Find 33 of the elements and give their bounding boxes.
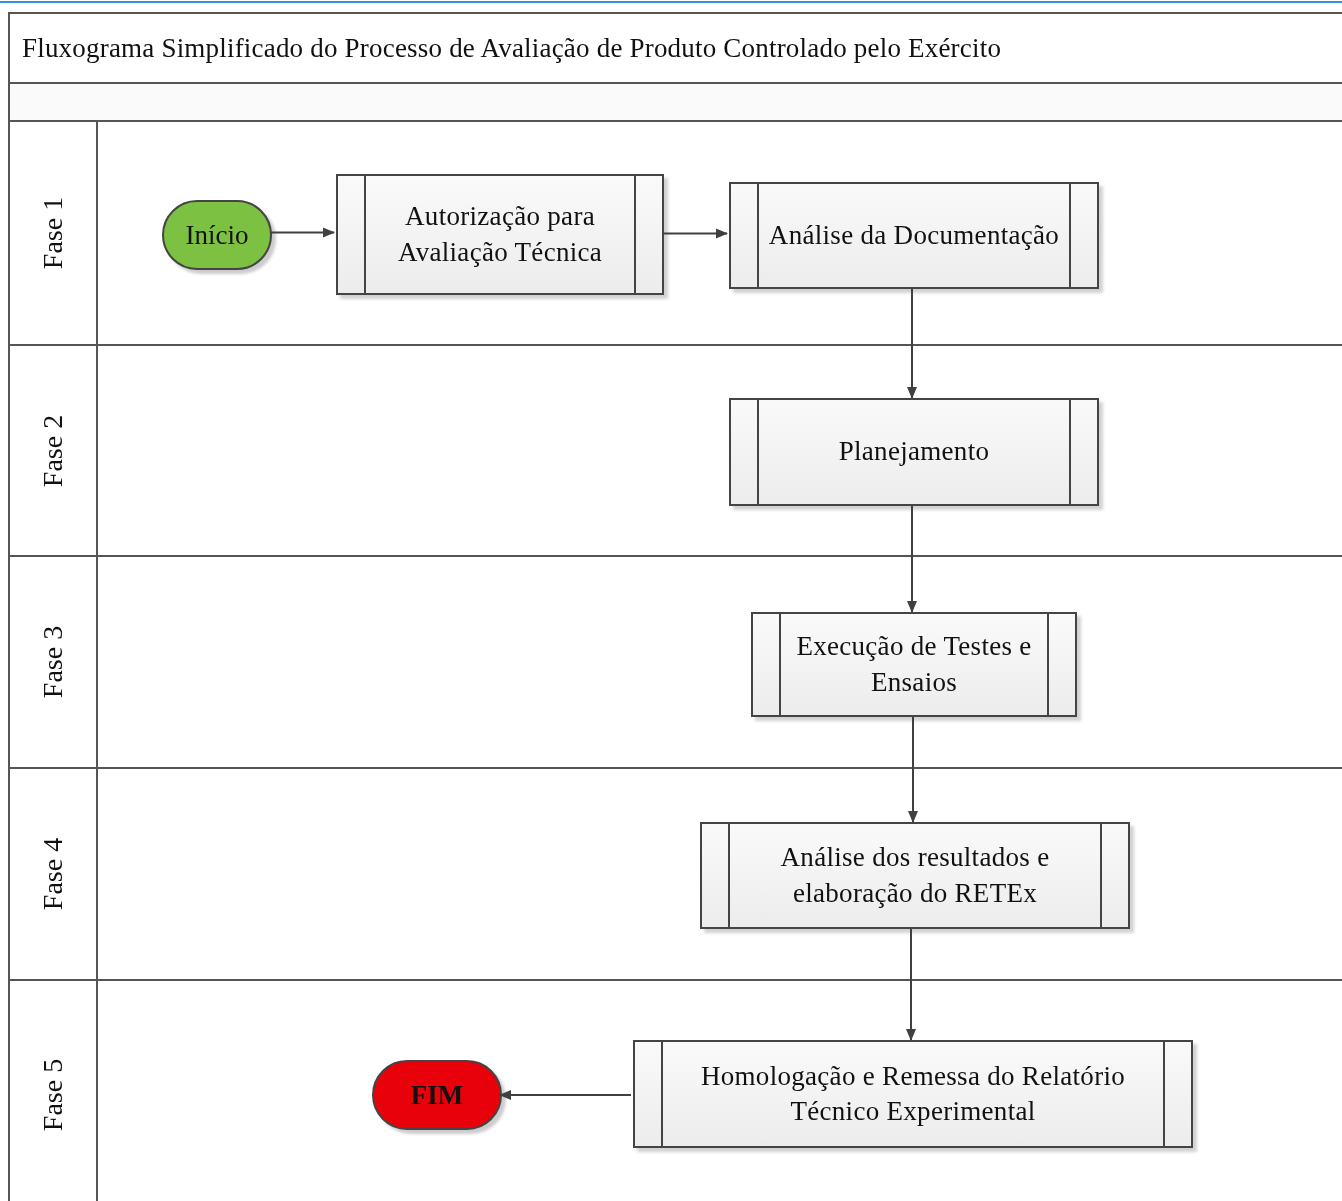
arrow <box>499 1090 632 1100</box>
arrow <box>907 286 917 399</box>
arrow <box>906 928 916 1041</box>
node-label: Execução de Testes e Ensaios <box>795 630 1033 699</box>
predefined-process-box <box>729 182 1099 289</box>
diagram-title: Fluxograma Simplificado do Processo de Avaliação de Produto Controlado pelo Exército <box>22 32 1002 64</box>
node-label: Planejamento <box>838 435 990 469</box>
lane-label: Fase 1 <box>37 196 69 270</box>
terminal-label: FIM <box>410 1079 464 1111</box>
predefined-process-box <box>700 822 1130 929</box>
predefined-process-box <box>751 612 1077 717</box>
arrow <box>661 228 728 239</box>
swimlane <box>8 557 1342 769</box>
terminal-label: Início <box>185 219 249 251</box>
arrow <box>269 227 335 238</box>
lane-label: Fase 2 <box>37 414 69 487</box>
predefined-process-box <box>336 174 664 295</box>
lane-label: Fase 4 <box>37 837 69 911</box>
swimlane <box>8 120 1342 346</box>
start-terminal <box>162 200 272 270</box>
arrow <box>908 716 918 823</box>
predefined-process-box <box>633 1040 1193 1148</box>
arrow <box>907 505 917 613</box>
node-label: Análise da Documentação <box>768 218 1060 252</box>
node-label: Autorização para Avaliação Técnica <box>396 200 604 269</box>
swimlane <box>8 769 1342 981</box>
swimlane <box>8 346 1342 557</box>
node-label: Homologação e Remessa do Relatório Técnico Experimental <box>699 1059 1127 1128</box>
lane-label: Fase 5 <box>37 1058 69 1132</box>
predefined-process-box <box>729 398 1099 506</box>
node-label: Análise dos resultados e elaboração do RETEx <box>779 841 1051 910</box>
end-terminal <box>372 1060 502 1130</box>
lane-label: Fase 3 <box>37 625 69 699</box>
